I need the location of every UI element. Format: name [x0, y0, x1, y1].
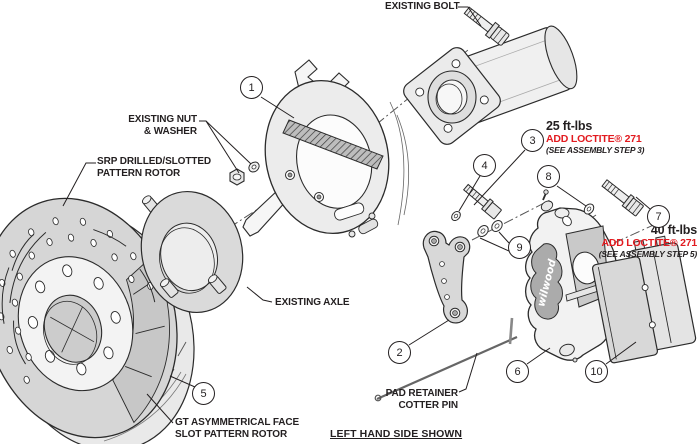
torque-value: 25 ft-lbs	[546, 119, 593, 133]
label-text: PATTERN ROTOR	[97, 167, 181, 179]
loctite-note: ADD LOCTITE® 271	[546, 133, 642, 145]
torque-note-25: 25 ft-lbs ADD LOCTITE® 271 (SEE ASSEMBLY…	[546, 119, 644, 155]
label-existing-bolt: EXISTING BOLT	[385, 1, 460, 13]
pad-retainer-cotter-pin	[374, 317, 518, 402]
label-text: PAD RETAINER	[385, 388, 458, 399]
footer-note: LEFT HAND SIDE SHOWN	[330, 428, 462, 440]
assembly-step-note: (SEE ASSEMBLY STEP 3)	[546, 145, 645, 155]
torque-value: 40 ft-lbs	[650, 223, 697, 237]
torque-note-40: 40 ft-lbs ADD LOCTITE® 271 (SEE ASSEMBLY…	[599, 223, 697, 259]
callout-6: 6	[506, 360, 529, 383]
label-srp-rotor: SRP DRILLED/SLOTTED PATTERN ROTOR	[97, 156, 211, 179]
label-text: GT ASYMMETRICAL FACE	[175, 417, 300, 428]
callout-3: 3	[521, 129, 544, 152]
caliper-bolt	[601, 179, 644, 217]
callout-7: 7	[647, 205, 670, 228]
parking-brake-backing-plate	[264, 59, 410, 238]
label-text: COTTER PIN	[398, 399, 458, 411]
caliper-washer	[583, 203, 595, 215]
label-text: EXISTING NUT	[128, 114, 197, 125]
loctite-note: ADD LOCTITE® 271	[601, 237, 697, 249]
label-text: SLOT PATTERN ROTOR	[175, 428, 288, 440]
leader-lines	[62, 6, 651, 424]
callout-9: 9	[508, 236, 531, 259]
footer-text: LEFT HAND SIDE SHOWN	[330, 428, 463, 440]
existing-bolt-part	[463, 6, 510, 46]
label-existing-axle: EXISTING AXLE	[275, 297, 350, 309]
label-pad-retainer: PAD RETAINER COTTER PIN	[386, 388, 458, 411]
assembly-step-note: (SEE ASSEMBLY STEP 5)	[598, 249, 697, 259]
callout-4: 4	[473, 154, 496, 177]
callout-10: 10	[585, 360, 608, 383]
label-gt-rotor: GT ASYMMETRICAL FACE SLOT PATTERN ROTOR	[175, 417, 299, 440]
label-text: & WASHER	[143, 125, 197, 137]
rotor-slots	[1, 229, 156, 365]
label-text: EXISTING AXLE	[275, 297, 350, 308]
label-existing-nut-washer: EXISTING NUT & WASHER	[128, 114, 197, 137]
callout-1: 1	[240, 76, 263, 99]
bracket-washers	[451, 210, 503, 237]
callout-2: 2	[388, 341, 411, 364]
label-text: EXISTING BOLT	[385, 1, 460, 12]
existing-nut-washer-parts	[229, 161, 260, 186]
bracket-bolt	[462, 183, 502, 220]
brake-pads	[591, 235, 697, 364]
caliper-mounting-bracket	[422, 230, 471, 324]
callout-5: 5	[192, 382, 215, 405]
label-text: SRP DRILLED/SLOTTED	[97, 156, 212, 167]
callout-8: 8	[537, 165, 560, 188]
axle-flange	[140, 190, 244, 314]
axle-tube-housing	[403, 25, 578, 145]
rotor-face	[0, 197, 178, 439]
